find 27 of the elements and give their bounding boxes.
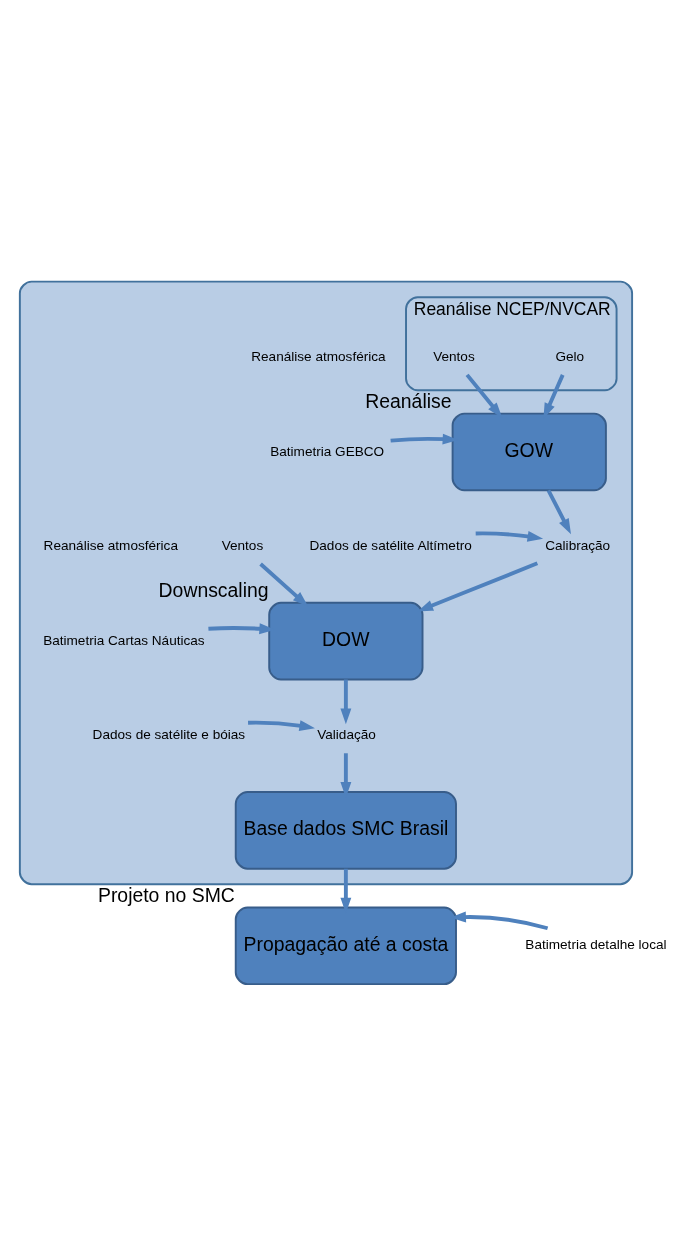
node-box: DOW (268, 601, 424, 681)
arrow (340, 679, 352, 725)
arrow (417, 561, 539, 612)
node-box: GOW (451, 412, 607, 492)
node-text: Validação (317, 727, 376, 743)
node-label: Downscaling (158, 578, 269, 601)
arrow (248, 720, 315, 732)
label: Reanálise atmosférica (43, 538, 178, 554)
node-text: Dados de satélite e bóias (92, 727, 246, 743)
node-text: Batimetria detalhe local (525, 937, 667, 953)
arrow (465, 373, 503, 418)
node-text: Dados de satélite Altímetro (309, 538, 472, 554)
node-text: Gelo (555, 348, 585, 364)
node-text: Ventos (221, 538, 264, 554)
node-text: Batimetria Cartas Náuticas (43, 632, 205, 648)
arrow (546, 489, 571, 535)
arrow (475, 531, 544, 542)
node-label: Reanálise (365, 389, 452, 412)
node-label: Projeto no SMC (97, 883, 235, 906)
arrow (259, 562, 309, 607)
node-text: Ventos (433, 348, 475, 364)
node-text: Calibração (545, 538, 611, 554)
node-box: Base dados SMC Brasil (234, 791, 457, 870)
label: Reanálise atmosférica (251, 348, 386, 364)
cluster (18, 280, 634, 886)
node-box: Propagação até a costa (234, 906, 457, 986)
node-text: Batimetria GEBCO (270, 443, 385, 459)
